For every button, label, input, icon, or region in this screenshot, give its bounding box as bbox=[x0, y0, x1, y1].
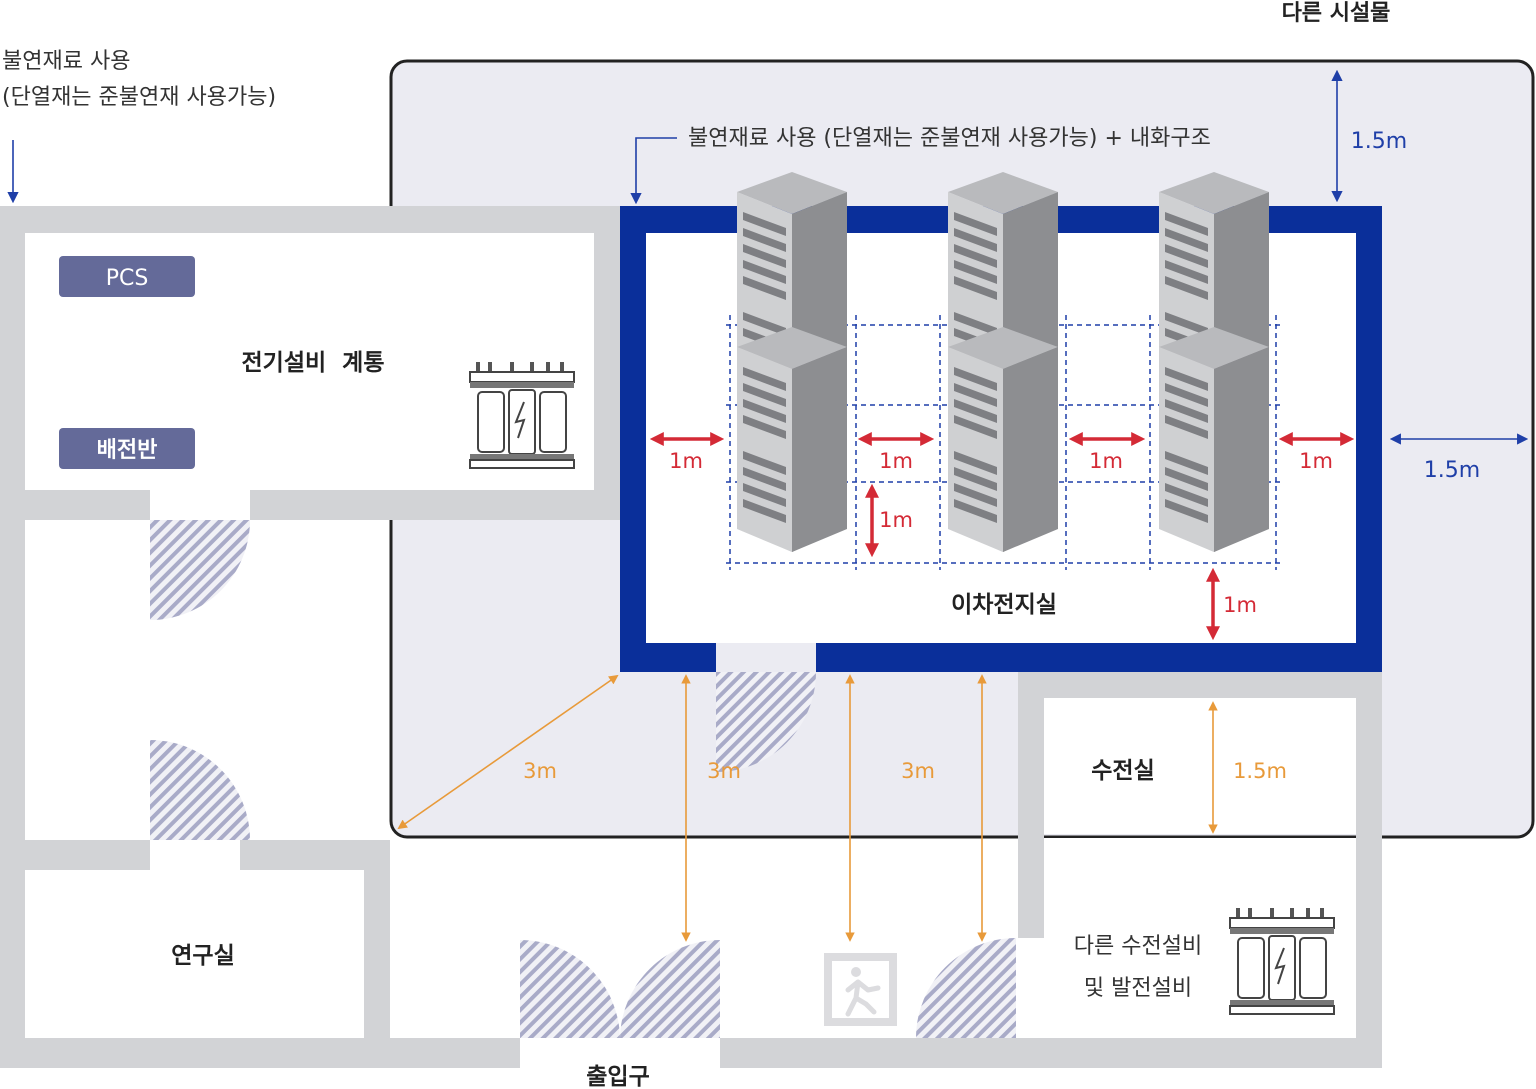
top-title: 다른 시설물 bbox=[1282, 1, 1391, 26]
exit-sign-icon bbox=[824, 953, 897, 1026]
battery-room-label: 이차전지실 bbox=[951, 592, 1057, 618]
orange-distance-arrows bbox=[397, 674, 1218, 942]
other-equipment-line2: 및 발전설비 bbox=[1084, 976, 1192, 1001]
blue-dimension-arrows bbox=[7, 69, 1529, 445]
dist-3m: 3m bbox=[523, 759, 557, 783]
panel-label: 배전반 bbox=[97, 438, 158, 463]
red-clearance-arrows bbox=[649, 432, 1355, 641]
dist-outer-right: 1.5m bbox=[1424, 458, 1480, 483]
battery-racks bbox=[737, 172, 1269, 552]
dist-1m: 1m bbox=[879, 508, 913, 532]
note-room: 불연재료 사용 (단열재는 준불연재 사용가능) + 내화구조 bbox=[688, 126, 1211, 151]
dist-receiving-1-5m: 1.5m bbox=[1233, 759, 1287, 783]
dist-1m: 1m bbox=[1089, 449, 1123, 473]
receiving-room bbox=[1044, 698, 1356, 834]
lab-room-label: 연구실 bbox=[171, 943, 234, 969]
note-left-line1: 불연재료 사용 bbox=[2, 49, 130, 74]
entrance-label: 출입구 bbox=[586, 1064, 649, 1089]
door-swings bbox=[150, 520, 1016, 1038]
other-equipment-line1: 다른 수전설비 bbox=[1074, 934, 1202, 959]
receiving-room-label: 수전실 bbox=[1091, 758, 1154, 784]
dist-1m: 1m bbox=[879, 449, 913, 473]
panel-badge bbox=[59, 428, 195, 469]
pcs-badge bbox=[59, 256, 195, 297]
dist-1m: 1m bbox=[669, 449, 703, 473]
note-left-line2: (단열재는 준불연재 사용가능) bbox=[2, 85, 276, 110]
dist-3m: 3m bbox=[901, 759, 935, 783]
building-walls bbox=[0, 206, 1382, 1068]
dist-1m: 1m bbox=[1299, 449, 1333, 473]
electrical-room-label: 전기설비 계통 bbox=[242, 350, 385, 376]
dist-1m: 1m bbox=[1223, 593, 1257, 617]
pcs-label: PCS bbox=[106, 266, 149, 291]
dist-outer-top: 1.5m bbox=[1351, 129, 1407, 154]
dist-3m: 3m bbox=[707, 759, 741, 783]
